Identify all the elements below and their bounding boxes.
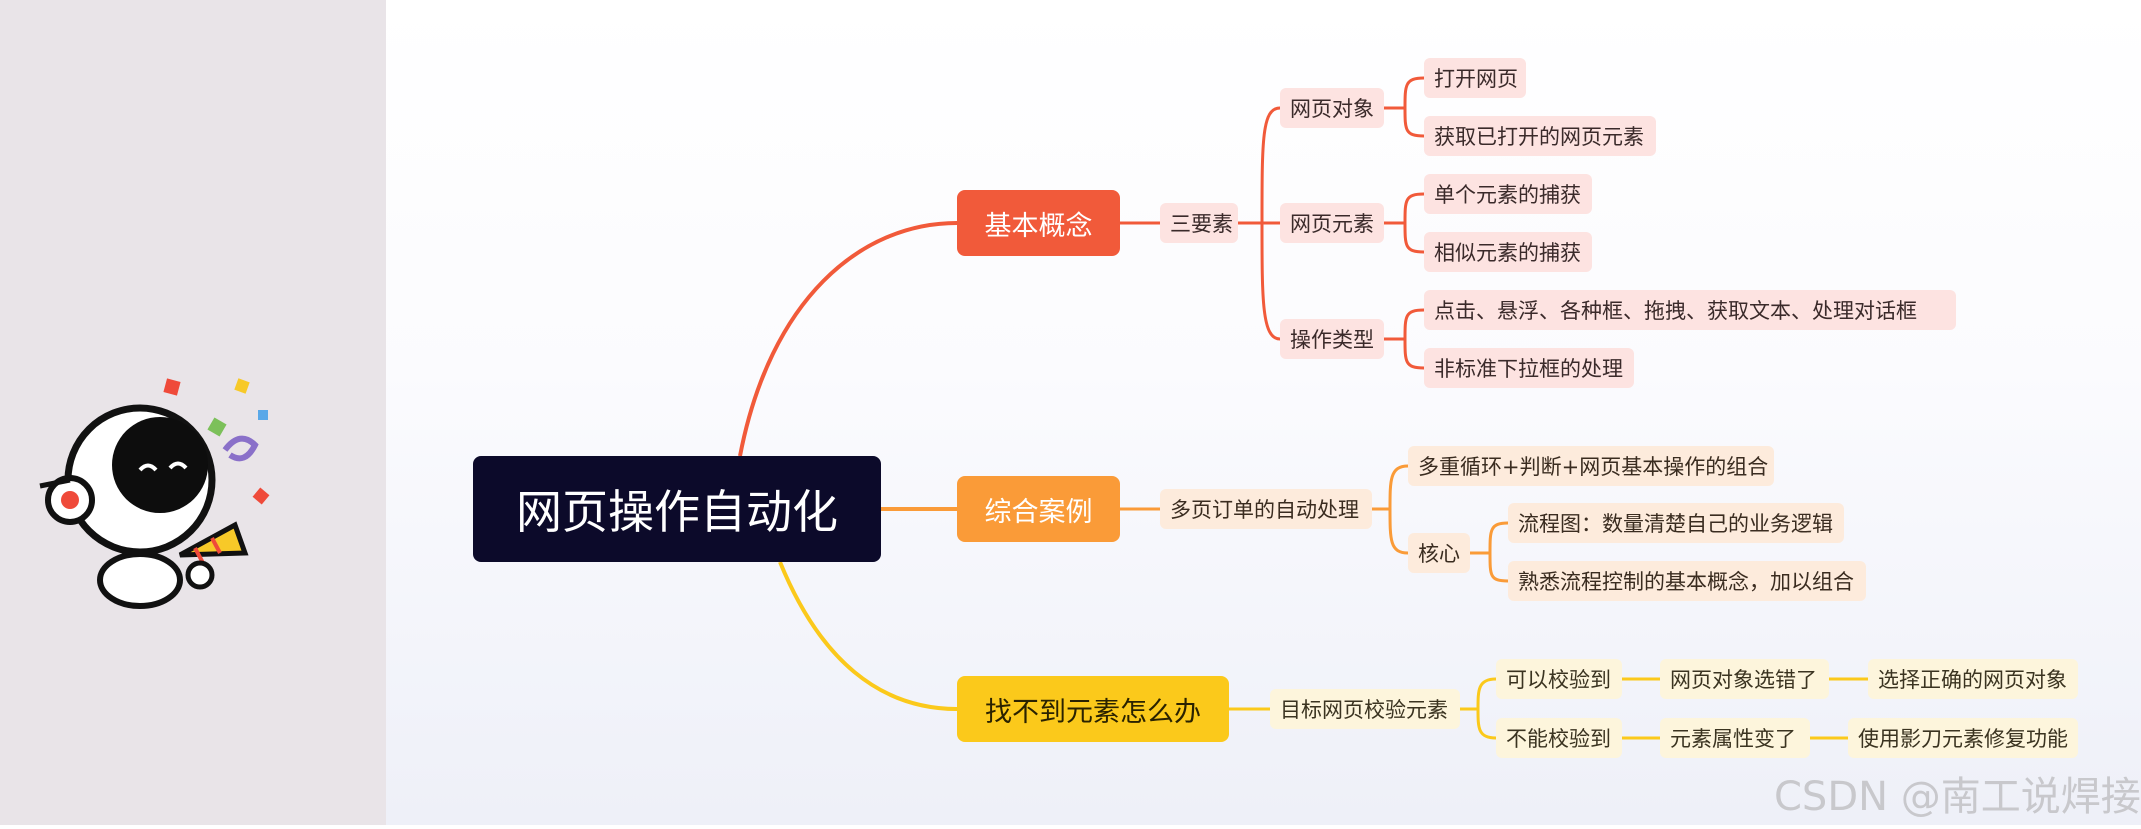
node-three-elements[interactable]: 三要素 — [1160, 203, 1238, 243]
leaf-similar-capture[interactable]: 相似元素的捕获 — [1424, 232, 1592, 272]
leaf-flowchart[interactable]: 流程图：数量清楚自己的业务逻辑 — [1508, 503, 1844, 543]
leaf-nonstandard-dropdown[interactable]: 非标准下拉框的处理 — [1424, 348, 1634, 388]
leaf-get-opened-elements[interactable]: 获取已打开的网页元素 — [1424, 116, 1656, 156]
node-core[interactable]: 核心 — [1408, 533, 1470, 573]
node-can-verify[interactable]: 可以校验到 — [1496, 659, 1622, 699]
node-web-object[interactable]: 网页对象 — [1280, 88, 1384, 128]
node-wrong-web-object[interactable]: 网页对象选错了 — [1660, 659, 1829, 699]
branch-basic-concepts[interactable]: 基本概念 — [957, 190, 1120, 256]
node-cannot-verify[interactable]: 不能校验到 — [1496, 718, 1622, 758]
leaf-loop-combination[interactable]: 多重循环+判断+网页基本操作的组合 — [1408, 446, 1774, 486]
leaf-choose-correct-object[interactable]: 选择正确的网页对象 — [1868, 659, 2078, 699]
branch-comprehensive-case[interactable]: 综合案例 — [957, 476, 1120, 542]
node-multipage-orders[interactable]: 多页订单的自动处理 — [1160, 489, 1372, 529]
watermark-text: CSDN @南工说焊接 — [1774, 774, 2141, 820]
leaf-open-page[interactable]: 打开网页 — [1424, 58, 1526, 98]
leaf-operations-list[interactable]: 点击、悬浮、各种框、拖拽、获取文本、处理对话框 — [1424, 290, 1956, 330]
node-attribute-changed[interactable]: 元素属性变了 — [1660, 718, 1810, 758]
node-operation-type[interactable]: 操作类型 — [1280, 319, 1384, 359]
leaf-single-capture[interactable]: 单个元素的捕获 — [1424, 174, 1592, 214]
branch-element-not-found[interactable]: 找不到元素怎么办 — [957, 676, 1229, 742]
left-sidebar — [0, 0, 386, 825]
node-web-element[interactable]: 网页元素 — [1280, 203, 1384, 243]
node-target-page-verify[interactable]: 目标网页校验元素 — [1270, 689, 1460, 729]
root-node[interactable]: 网页操作自动化 — [473, 456, 881, 562]
mascot-illustration — [39, 378, 270, 609]
leaf-use-repair-feature[interactable]: 使用影刀元素修复功能 — [1848, 718, 2078, 758]
leaf-flow-control[interactable]: 熟悉流程控制的基本概念，加以组合 — [1508, 561, 1866, 601]
